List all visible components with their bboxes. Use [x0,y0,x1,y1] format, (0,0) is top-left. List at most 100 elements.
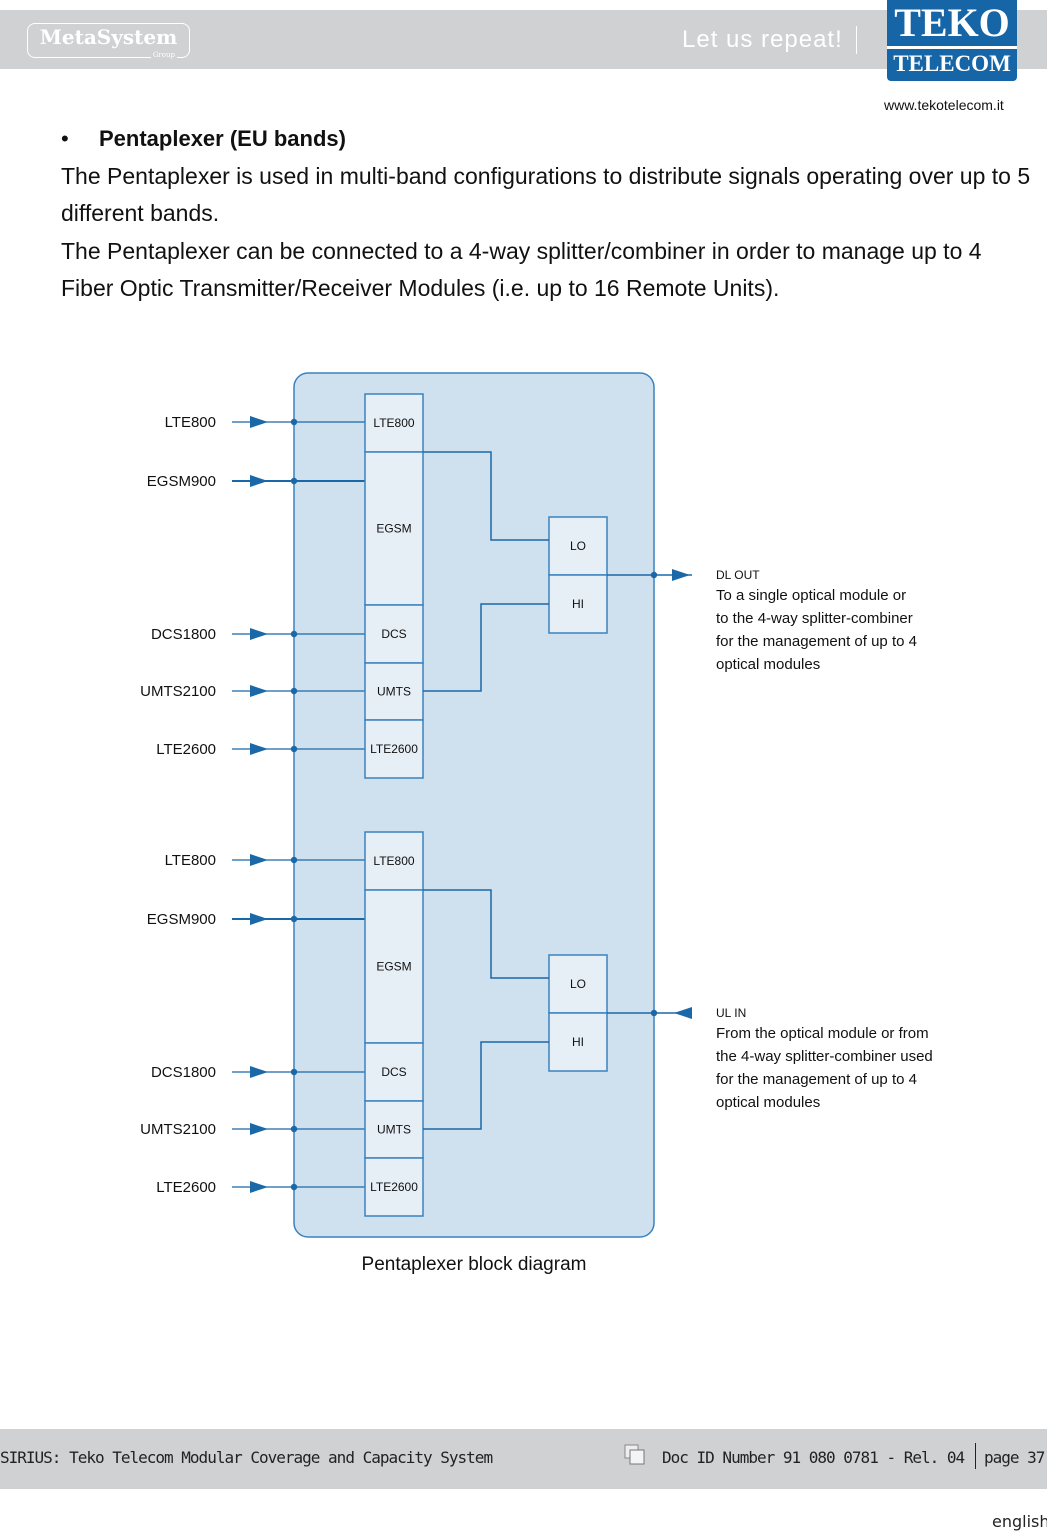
bullet: • [61,126,69,151]
input-arrow-icon [250,475,268,487]
input-arrow-icon [250,1123,268,1135]
input-arrow-icon [250,1181,268,1193]
section-heading: • Pentaplexer (EU bands) [61,126,346,152]
diplexer-hi-box [548,1012,608,1072]
footer-bar: SIRIUS: Teko Telecom Modular Coverage an… [0,1429,1047,1489]
connector-low [423,889,549,979]
note-line: From the optical module or from [716,1025,929,1042]
filter-label: EGSM [376,960,411,974]
filter-box [364,889,424,1044]
filter-label: LTE2600 [370,742,418,756]
input-label-lte2600: LTE2600 [156,1179,216,1196]
dl-out-title: DL OUT [716,568,760,582]
junction-dot [290,1125,298,1133]
connector-low [423,451,549,541]
page-number: page 37 [984,1448,1045,1467]
filter-label: LTE800 [373,854,414,868]
junction-dot [290,1068,298,1076]
input-label-umts2100: UMTS2100 [140,1121,216,1138]
paragraph-1: The Pentaplexer is used in multi-band co… [61,163,1031,226]
input-label-lte800: LTE800 [165,852,216,869]
paragraph-2: The Pentaplexer can be connected to a 4-… [61,238,982,301]
junction-dot [290,1183,298,1191]
diplexer-label: LO [570,977,586,991]
pentaplexer-enclosure [293,372,655,1238]
teko-telecom-logo: TEKO TELECOM [887,0,1017,81]
input-arrow-icon [250,1066,268,1078]
filter-box [364,451,424,606]
junction-dot [290,477,298,485]
junction-dot [290,856,298,864]
dl-out-note: DL OUT To a single optical module or to … [716,566,976,676]
metasystem-logo-sub: Group [150,51,177,59]
junction-dot [290,745,298,753]
header-bar [0,10,1047,69]
junction-dot [290,915,298,923]
input-label-dcs1800: DCS1800 [151,1064,216,1081]
logo-telecom: TELECOM [893,51,1011,76]
diplexer-lo-box [548,516,608,576]
diplexer-lo-box [548,954,608,1014]
input-arrow-icon [250,743,268,755]
footer-title: SIRIUS: Teko Telecom Modular Coverage an… [0,1448,493,1467]
input-arrow-icon [250,854,268,866]
document-copy-icon [624,1444,645,1465]
logo-teko: TEKO [894,0,1010,45]
input-arrow-icon [250,416,268,428]
language-label: english [992,1512,1047,1531]
note-line: the 4-way splitter-combiner used [716,1048,933,1065]
footer-divider [975,1443,976,1469]
junction-dot [650,571,658,579]
diplexer-label: HI [572,1035,584,1049]
junction-dot [650,1009,658,1017]
website-url: www.tekotelecom.it [884,97,1004,113]
note-line: optical modules [716,1094,821,1111]
logo-divider [887,46,1017,49]
input-arrow-icon [250,913,268,925]
input-arrow-icon [250,628,268,640]
input-label-lte800: LTE800 [165,414,216,431]
filter-box [364,1042,424,1102]
filter-box [364,719,424,779]
diplexer-label: LO [570,539,586,553]
filter-label: EGSM [376,522,411,536]
diplexer-label: HI [572,597,584,611]
diplexer-hi-box [548,574,608,634]
filter-label: UMTS [377,1123,411,1137]
connector-high [423,603,549,692]
filter-label: UMTS [377,685,411,699]
input-arrow-icon [250,685,268,697]
input-label-lte2600: LTE2600 [156,741,216,758]
input-arrow-icon [674,1007,692,1019]
input-label-egsm900: EGSM900 [147,473,216,490]
pentaplexer-block-diagram: LTE800EGSM900DCS1800UMTS2100LTE2600LTE80… [140,372,692,1238]
ul-in-title: UL IN [716,1006,747,1020]
filter-box [364,393,424,453]
input-label-dcs1800: DCS1800 [151,626,216,643]
header-divider [856,26,857,54]
input-label-umts2100: UMTS2100 [140,683,216,700]
junction-dot [290,687,298,695]
section-title: Pentaplexer (EU bands) [99,126,346,151]
connector-high [423,1041,549,1130]
filter-label: DCS [381,627,406,641]
diagram-caption: Pentaplexer block diagram [361,1254,587,1275]
metasystem-logo-text: MetaSystem [39,25,178,49]
filter-box [364,1157,424,1217]
note-line: To a single optical module or [716,587,907,604]
filter-label: LTE2600 [370,1180,418,1194]
note-line: for the management of up to 4 [716,633,917,650]
note-line: to the 4-way splitter-combiner [716,610,913,627]
slogan: Let us repeat! [682,26,843,53]
note-line: for the management of up to 4 [716,1071,917,1088]
ul-in-note: UL IN From the optical module or from th… [716,1004,976,1114]
note-line: optical modules [716,656,821,673]
doc-id: Doc ID Number 91 080 0781 - Rel. 04 [662,1448,965,1467]
output-arrow-icon [672,569,690,581]
filter-label: DCS [381,1065,406,1079]
junction-dot [290,418,298,426]
junction-dot [290,630,298,638]
input-label-egsm900: EGSM900 [147,911,216,928]
